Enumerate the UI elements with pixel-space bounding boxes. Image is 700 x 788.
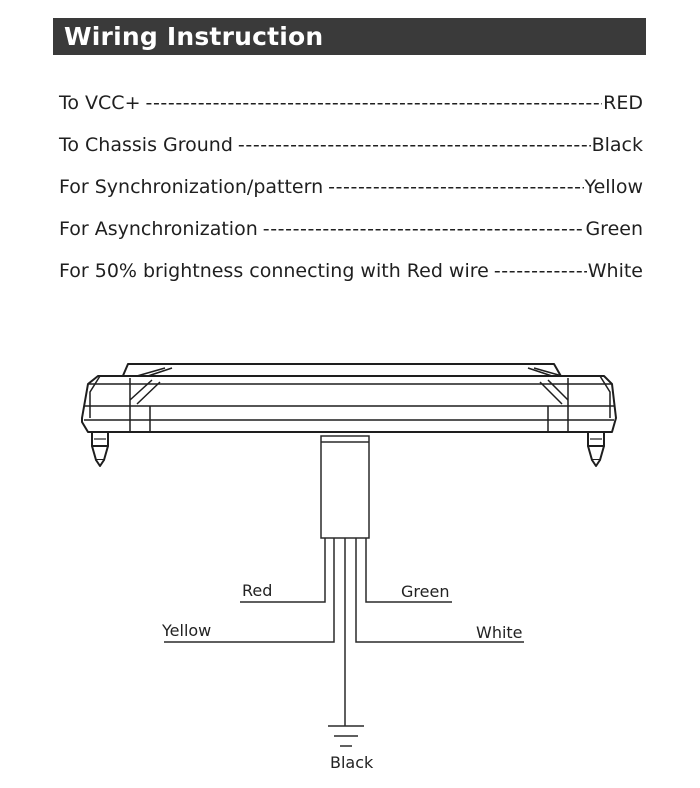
wiring-row-sync: For Synchronization/pattern ------------… [59,172,643,214]
wires [164,538,524,726]
dashed-leader: ----------------------------------------… [328,176,583,198]
yellow-wire [164,538,335,643]
dashed-leader: ----------------------------------------… [262,218,585,240]
wiring-instruction-list: To VCC+ --------------------------------… [59,88,643,298]
light-bar-icon [81,363,617,467]
dashed-leader: ----------------------------------------… [145,92,603,114]
white-wire-label: White [476,623,523,642]
title-bar: Wiring Instruction [53,18,646,55]
wiring-row-brightness: For 50% brightness connecting with Red w… [59,256,643,298]
wire-color-value: Black [591,134,643,156]
dashed-leader: ----------------------------------------… [237,134,591,156]
green-wire-label: Green [401,582,449,601]
ground-symbol-icon [328,725,364,747]
wiring-label: To VCC+ [59,92,141,114]
wiring-diagram: Red Green Yellow White Black [81,363,617,772]
black-wire-label: Black [330,753,374,772]
wire-color-value: White [587,260,643,282]
wiring-label: For Synchronization/pattern [59,176,324,198]
wire-color-value: RED [603,92,643,114]
wiring-row-ground: To Chassis Ground ----------------------… [59,130,643,172]
page-title: Wiring Instruction [64,22,324,51]
wiring-row-vcc: To VCC+ --------------------------------… [59,88,643,130]
wiring-row-async: For Asynchronization -------------------… [59,214,643,256]
red-wire-label: Red [242,581,272,600]
red-wire [240,538,326,603]
cable-housing [320,435,370,539]
yellow-wire-label: Yellow [161,621,211,640]
green-wire [365,538,452,603]
dashed-leader: ----------------------------------------… [493,260,587,282]
wiring-label: To Chassis Ground [59,134,233,156]
wiring-label: For Asynchronization [59,218,258,240]
wiring-label: For 50% brightness connecting with Red w… [59,260,489,282]
white-wire [355,538,524,643]
wire-color-value: Green [585,218,643,240]
wire-color-value: Yellow [584,176,644,198]
